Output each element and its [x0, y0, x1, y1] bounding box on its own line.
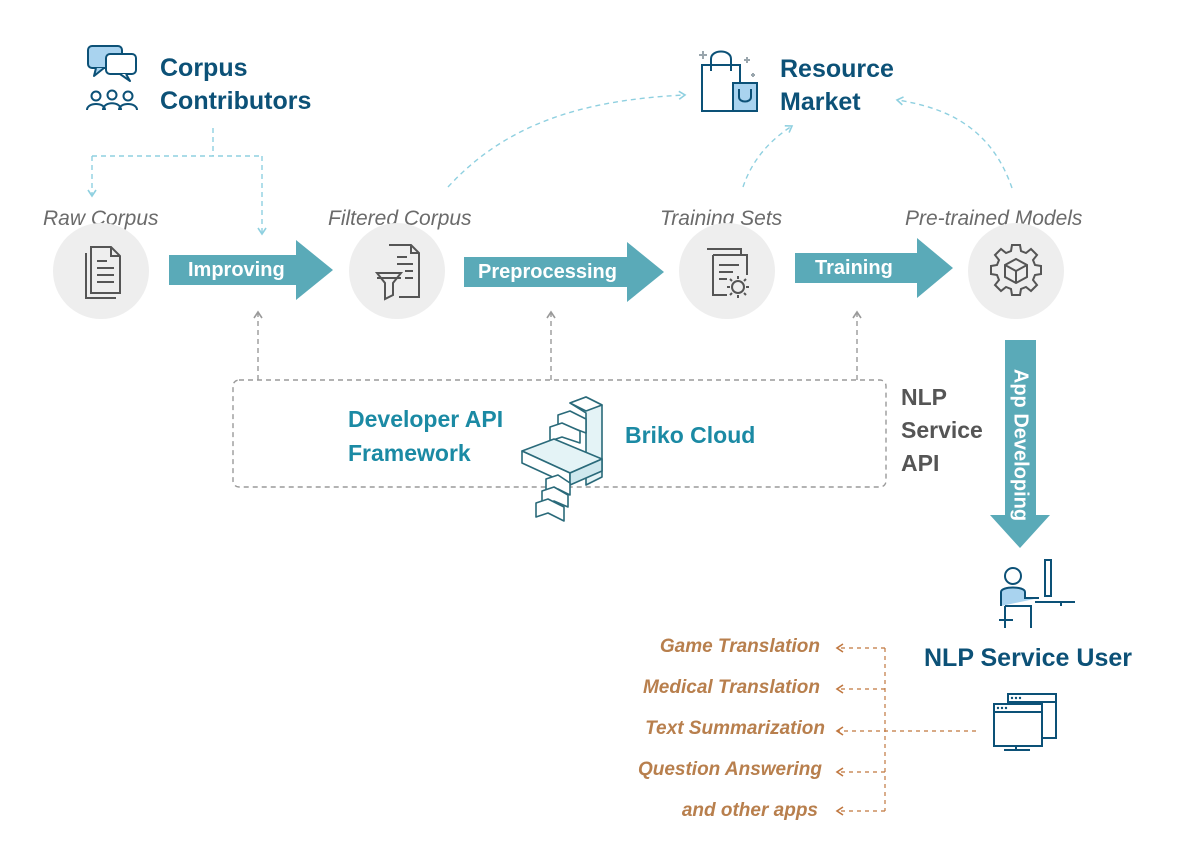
contributor-connector: [87, 128, 267, 236]
app-windows-icon: [993, 693, 1057, 751]
settings-document-icon: [707, 248, 749, 298]
nlp-service-api-line3: API: [901, 450, 940, 476]
app-developing-label: App Developing: [1009, 368, 1032, 522]
briko-cloud-label: Briko Cloud: [625, 422, 756, 448]
raw-corpus-node: [53, 223, 149, 319]
app-other-apps: and other apps: [681, 800, 818, 821]
corpus-contributors-title: Corpus Contributors: [160, 52, 311, 118]
training-arrow: [795, 238, 953, 298]
nlp-service-user-title: NLP Service User: [924, 644, 1132, 672]
improving-label: Improving: [188, 259, 285, 281]
app-developing-arrow: [990, 340, 1050, 548]
training-sets-node: [679, 223, 775, 319]
resource-market-line1: Resource: [780, 55, 894, 83]
resource-market-line2: Market: [780, 88, 861, 116]
apps-connectors: [835, 643, 976, 816]
pretrained-models-node: [968, 223, 1064, 319]
app-question-answering: Question Answering: [637, 759, 822, 780]
nlp-service-api-line1: NLP: [901, 384, 947, 410]
app-game-translation: Game Translation: [659, 636, 820, 657]
people-chat-icon: [86, 45, 138, 111]
training-label: Training: [815, 257, 893, 279]
developer-api-framework-label: Developer API Framework: [348, 402, 503, 470]
developer-api-framework-line2: Framework: [348, 440, 471, 466]
corpus-contributors-line2: Contributors: [160, 87, 312, 115]
process-arrow-shapes: [169, 238, 1050, 548]
app-text-summarization: Text Summarization: [645, 718, 825, 739]
developer-api-framework-line1: Developer API: [348, 406, 504, 432]
stage-label-filtered-corpus: Filtered Corpus: [328, 207, 472, 230]
document-icon: [85, 246, 121, 299]
preprocessing-label: Preprocessing: [478, 261, 617, 283]
filter-document-icon: [374, 244, 420, 301]
staircase-icon: [521, 396, 603, 522]
resource-market-connectors: [447, 90, 1013, 189]
shopping-bag-icon: [699, 50, 758, 112]
preprocessing-arrow: [464, 242, 664, 302]
nlp-service-api-label: NLP Service API: [901, 381, 983, 480]
cube-gear-icon: [990, 244, 1042, 296]
desk-user-icon: [999, 559, 1075, 628]
nlp-service-api-line2: Service: [901, 417, 983, 443]
resource-market-title: Resource Market: [780, 53, 894, 119]
stage-label-raw-corpus: Raw Corpus: [43, 207, 159, 230]
improving-arrow: [169, 240, 333, 300]
filtered-corpus-node: [349, 223, 445, 319]
corpus-contributors-line1: Corpus: [160, 54, 248, 82]
stage-label-training-sets: Training Sets: [660, 207, 783, 230]
app-medical-translation: Medical Translation: [642, 677, 820, 698]
stage-label-pretrained-models: Pre-trained Models: [905, 207, 1083, 230]
